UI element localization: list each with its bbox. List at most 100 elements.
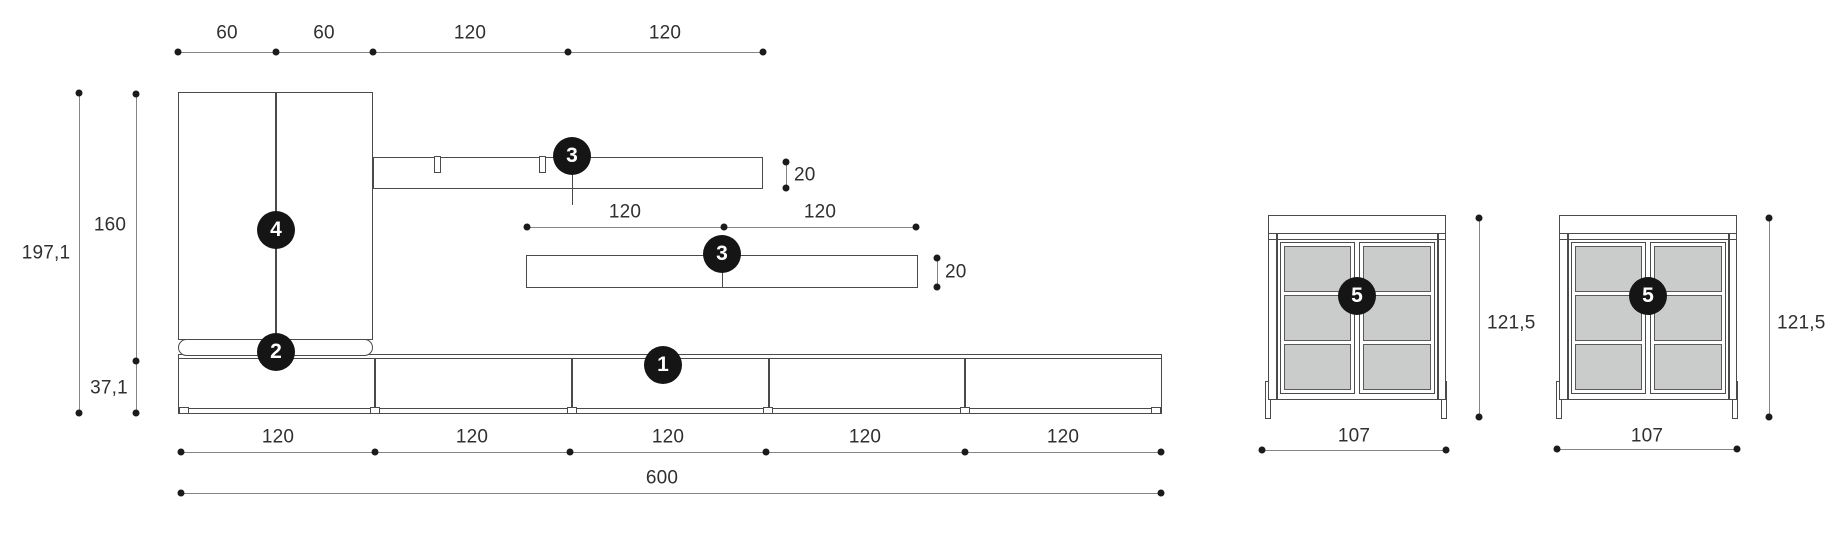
bench-foot — [960, 407, 970, 414]
shelf-bracket — [539, 156, 546, 173]
top-dim-label-2: 60 — [313, 22, 335, 44]
cabinet-a-height-label: 121,5 — [1487, 312, 1536, 334]
dim-dot — [762, 448, 770, 456]
dim-dot — [1765, 214, 1773, 222]
cabinet-b-right-door — [1650, 242, 1726, 394]
cabinet-b-width-dim-line — [1557, 449, 1737, 450]
bottom-seg-label-5: 120 — [1046, 426, 1080, 448]
top-dim-line — [178, 52, 763, 53]
dim-dot — [759, 48, 767, 56]
dim-dot — [523, 223, 531, 231]
dim-dot — [132, 357, 140, 365]
shelf-bracket — [434, 156, 441, 173]
dim-dot — [1733, 445, 1741, 453]
bench-foot — [763, 407, 773, 414]
dim-dot — [782, 184, 790, 192]
bench-divider — [964, 358, 966, 408]
dim-dot — [177, 448, 185, 456]
dim-dot — [566, 448, 574, 456]
bottom-seg-label-1: 120 — [261, 426, 295, 448]
bottom-seg-label-2: 120 — [455, 426, 489, 448]
cabinet-b-top-rail — [1559, 239, 1737, 240]
left-lower-dim-label: 37,1 — [90, 377, 128, 399]
dim-dot — [369, 48, 377, 56]
dim-dot — [912, 223, 920, 231]
bench-foot — [179, 407, 189, 414]
dim-dot — [75, 89, 83, 97]
cabinet-a-right-stile — [1437, 233, 1439, 399]
mid-dim-label-1: 120 — [608, 201, 642, 223]
dim-dot — [1442, 446, 1450, 454]
cabinet-a-width-label: 107 — [1337, 425, 1371, 447]
cabinet-a-left-door — [1280, 242, 1355, 394]
bench-divider — [571, 358, 573, 408]
total-width-dim-line — [181, 493, 1161, 494]
dim-dot — [720, 223, 728, 231]
mid-dim-label-2: 120 — [803, 201, 837, 223]
left-upper-dim-label: 160 — [93, 214, 127, 236]
cabinet-a-cornice-line — [1268, 233, 1446, 234]
dim-dot — [1475, 214, 1483, 222]
dim-dot — [564, 48, 572, 56]
dim-dot — [1157, 448, 1165, 456]
upper-shelf-thickness-dim-line — [786, 162, 787, 188]
dim-dot — [1475, 413, 1483, 421]
dim-dot — [371, 448, 379, 456]
top-dim-label-3: 120 — [453, 22, 487, 44]
glass-pane — [1575, 344, 1642, 390]
glass-pane — [1284, 246, 1351, 292]
total-width-label: 600 — [645, 467, 679, 489]
cabinet-b-right-stile — [1728, 233, 1730, 399]
cabinet-a-right-door — [1359, 242, 1435, 394]
bottom-seg-label-4: 120 — [848, 426, 882, 448]
dim-dot — [933, 254, 941, 262]
upper-shelf-thickness-label: 20 — [794, 164, 816, 186]
cabinet-a-top-rail — [1268, 239, 1446, 240]
badge-bench: 1 — [644, 346, 682, 384]
cabinet-a-left-stile — [1276, 233, 1278, 399]
bench-divider — [768, 358, 770, 408]
badge-lower-wall-shelf: 3 — [703, 235, 741, 273]
left-total-dim-line — [79, 93, 80, 413]
dim-dot — [75, 409, 83, 417]
dim-dot — [272, 48, 280, 56]
dim-dot — [177, 489, 185, 497]
dim-dot — [1765, 413, 1773, 421]
dim-dot — [1157, 489, 1165, 497]
badge-tall-cabinet: 4 — [257, 211, 295, 249]
dim-dot — [782, 158, 790, 166]
glass-pane — [1575, 246, 1642, 292]
badge-upper-wall-shelf: 3 — [553, 137, 591, 175]
cabinet-b-left-stile — [1567, 233, 1569, 399]
cabinet-b-cornice-line — [1559, 233, 1737, 234]
bottom-segments-dim-line — [181, 452, 1161, 453]
bench-foot — [370, 407, 380, 414]
glass-pane — [1284, 344, 1351, 390]
bench-plinth-line — [180, 408, 1160, 409]
cabinet-b-width-label: 107 — [1630, 425, 1664, 447]
badge-leader-line — [722, 258, 723, 288]
glass-pane — [1363, 344, 1431, 390]
bench-divider — [374, 358, 376, 408]
bench-foot — [567, 407, 577, 414]
dim-dot — [933, 283, 941, 291]
glass-pane — [1363, 246, 1431, 292]
top-dim-label-4: 120 — [648, 22, 682, 44]
dim-dot — [174, 48, 182, 56]
bench-foot — [1151, 407, 1161, 414]
badge-leader-line — [572, 160, 573, 205]
lower-shelf-thickness-dim-line — [937, 258, 938, 287]
dim-dot — [961, 448, 969, 456]
cabinet-a-width-dim-line — [1262, 450, 1446, 451]
badge-display-cabinet-a: 5 — [1338, 277, 1376, 315]
glass-pane — [1654, 246, 1722, 292]
left-split-dim-line — [136, 94, 137, 413]
glass-pane — [1654, 344, 1722, 390]
lower-shelf-thickness-label: 20 — [945, 261, 967, 283]
dim-dot — [132, 90, 140, 98]
dim-dot — [132, 409, 140, 417]
dim-dot — [1258, 446, 1266, 454]
left-total-dim-label: 197,1 — [21, 242, 71, 264]
bottom-seg-label-3: 120 — [651, 426, 685, 448]
